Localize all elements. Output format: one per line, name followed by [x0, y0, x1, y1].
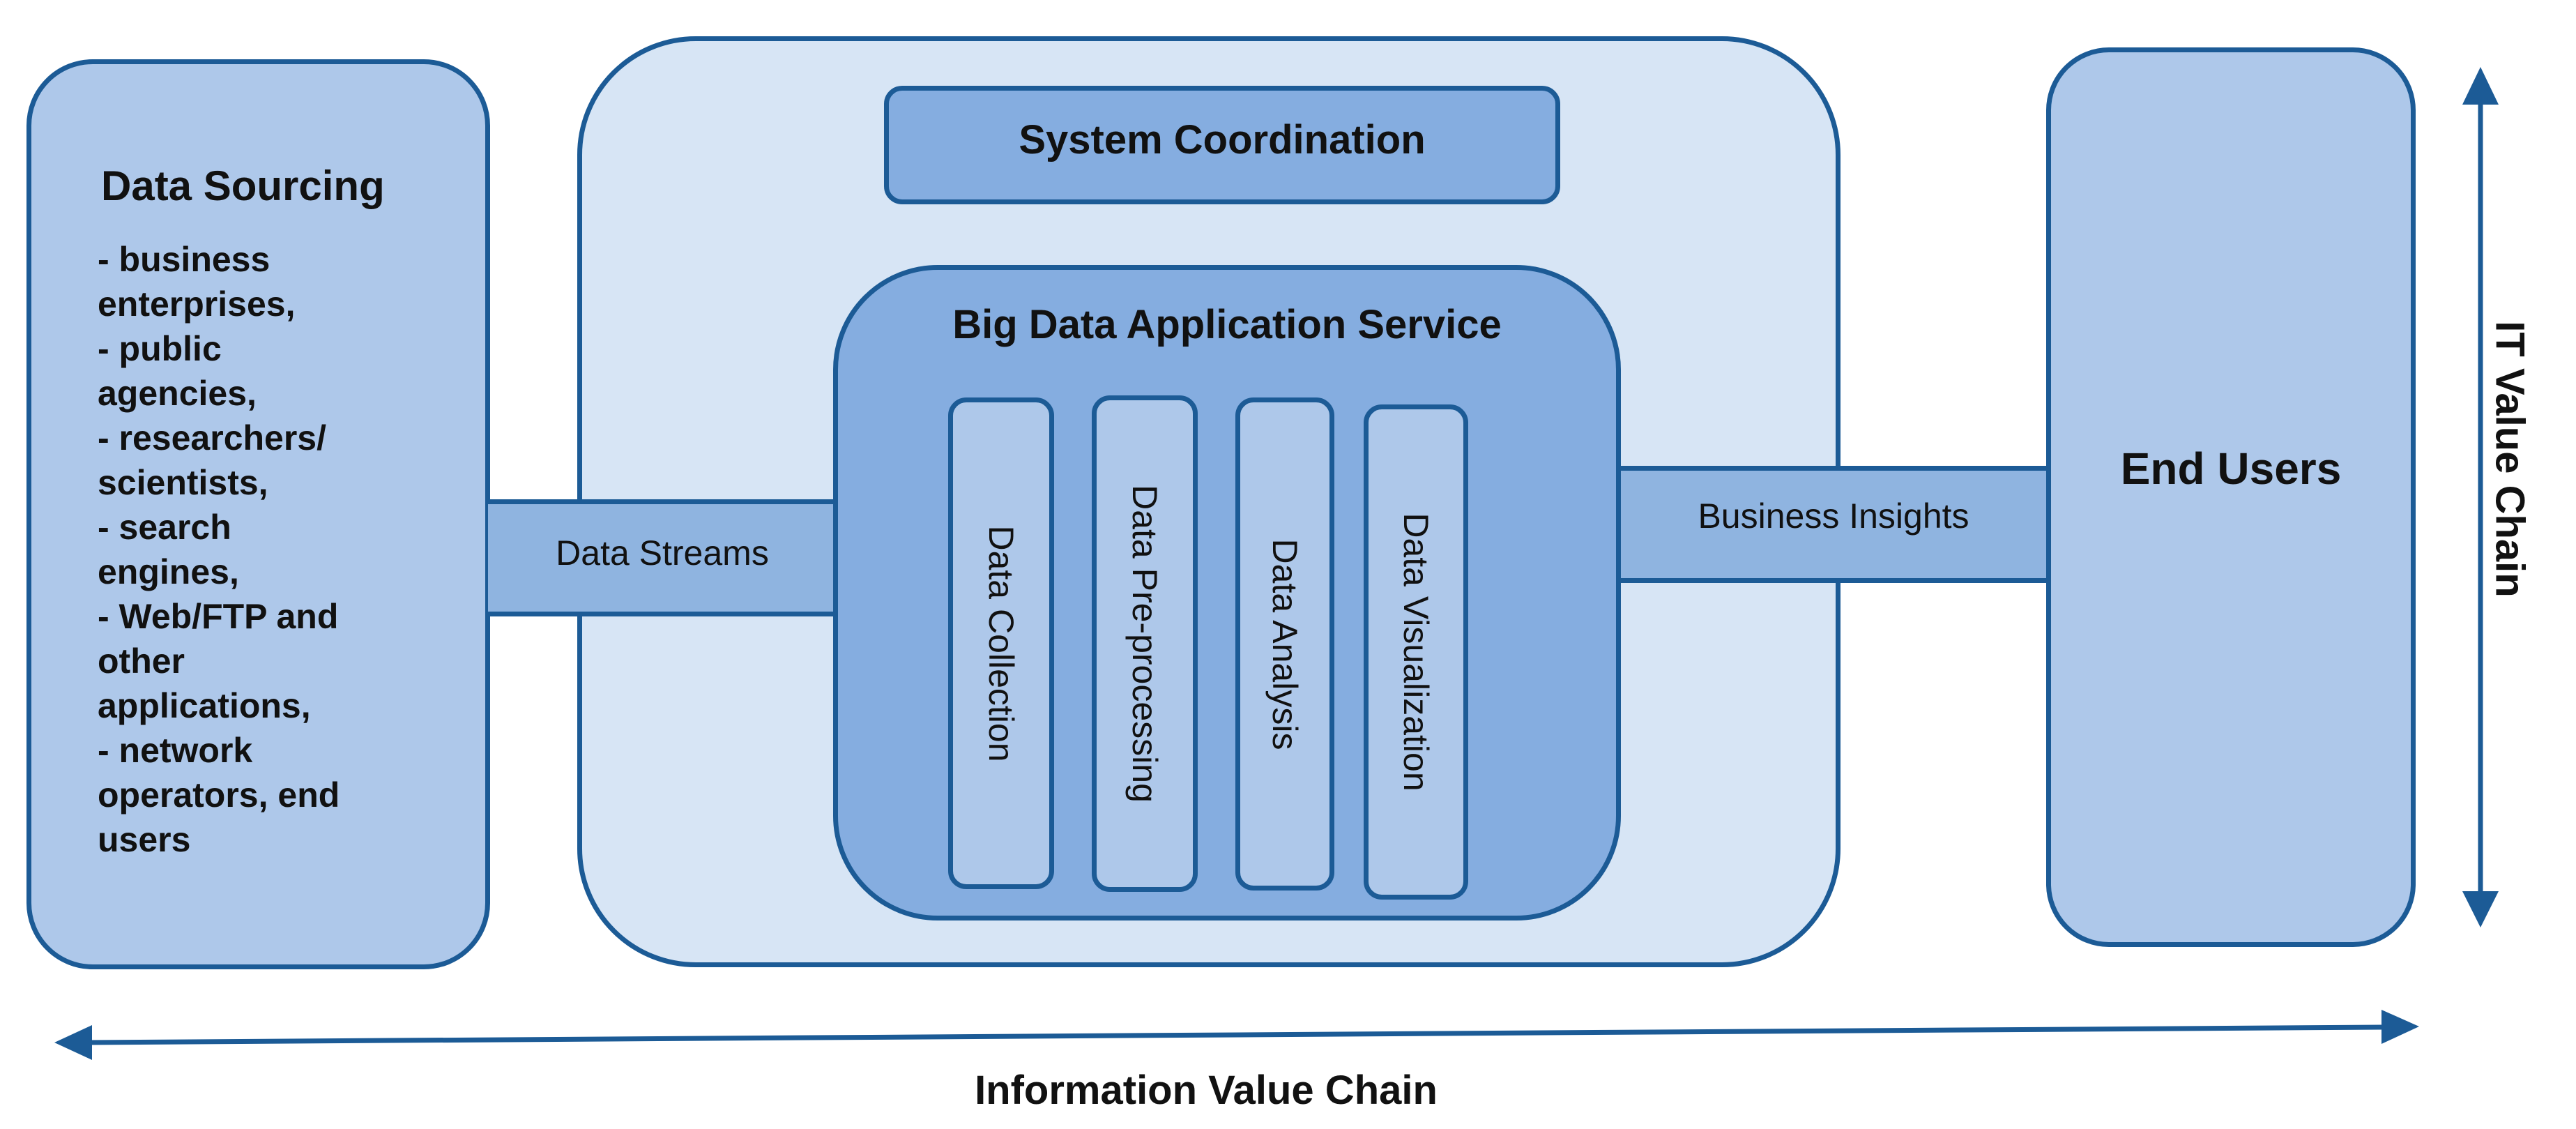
data-sourcing-line: - researchers/	[98, 418, 327, 457]
system-coordination-box	[884, 86, 1560, 204]
system-coordination-label: System Coordination	[1019, 117, 1426, 162]
information-value-chain-arrow	[54, 1010, 2419, 1060]
big-data-application-service-label: Big Data Application Service	[952, 302, 1502, 347]
data-sourcing-list: - business enterprises, - public agencie…	[98, 237, 340, 862]
data-sourcing-title: Data Sourcing	[101, 162, 385, 209]
business-insights-connector	[1619, 466, 2048, 583]
end-users-box	[2046, 47, 2416, 947]
data-sourcing-line: operators, end	[98, 775, 340, 814]
data-sourcing-line: - network	[98, 731, 253, 770]
business-insights-label: Business Insights	[1698, 497, 1969, 536]
data-sourcing-line: - search	[98, 508, 231, 547]
it-value-chain-arrow	[2462, 67, 2499, 927]
data-sourcing-line: other	[98, 642, 185, 681]
information-value-chain-label: Information Value Chain	[975, 1068, 1438, 1113]
data-sourcing-line: applications,	[98, 686, 311, 725]
data-sourcing-line: - Web/FTP and	[98, 597, 339, 636]
stage-data-collection: Data Collection	[948, 397, 1054, 889]
stage-data-pre-processing: Data Pre-processing	[1092, 395, 1198, 892]
data-sourcing-line: users	[98, 820, 191, 859]
end-users-label: End Users	[2120, 444, 2342, 494]
data-sourcing-line: - public	[98, 329, 222, 368]
data-sourcing-line: - business	[98, 240, 270, 279]
stage-data-analysis: Data Analysis	[1235, 397, 1334, 891]
it-value-chain-label: IT Value Chain	[2487, 321, 2533, 598]
data-streams-label: Data Streams	[556, 533, 769, 573]
data-sourcing-line: enterprises,	[98, 285, 296, 324]
stage-data-visualization: Data Visualization	[1364, 404, 1468, 900]
data-sourcing-box	[26, 59, 490, 969]
data-streams-connector	[488, 499, 837, 616]
data-sourcing-line: scientists,	[98, 463, 268, 502]
data-sourcing-line: agencies,	[98, 374, 257, 413]
data-sourcing-line: engines,	[98, 552, 239, 591]
